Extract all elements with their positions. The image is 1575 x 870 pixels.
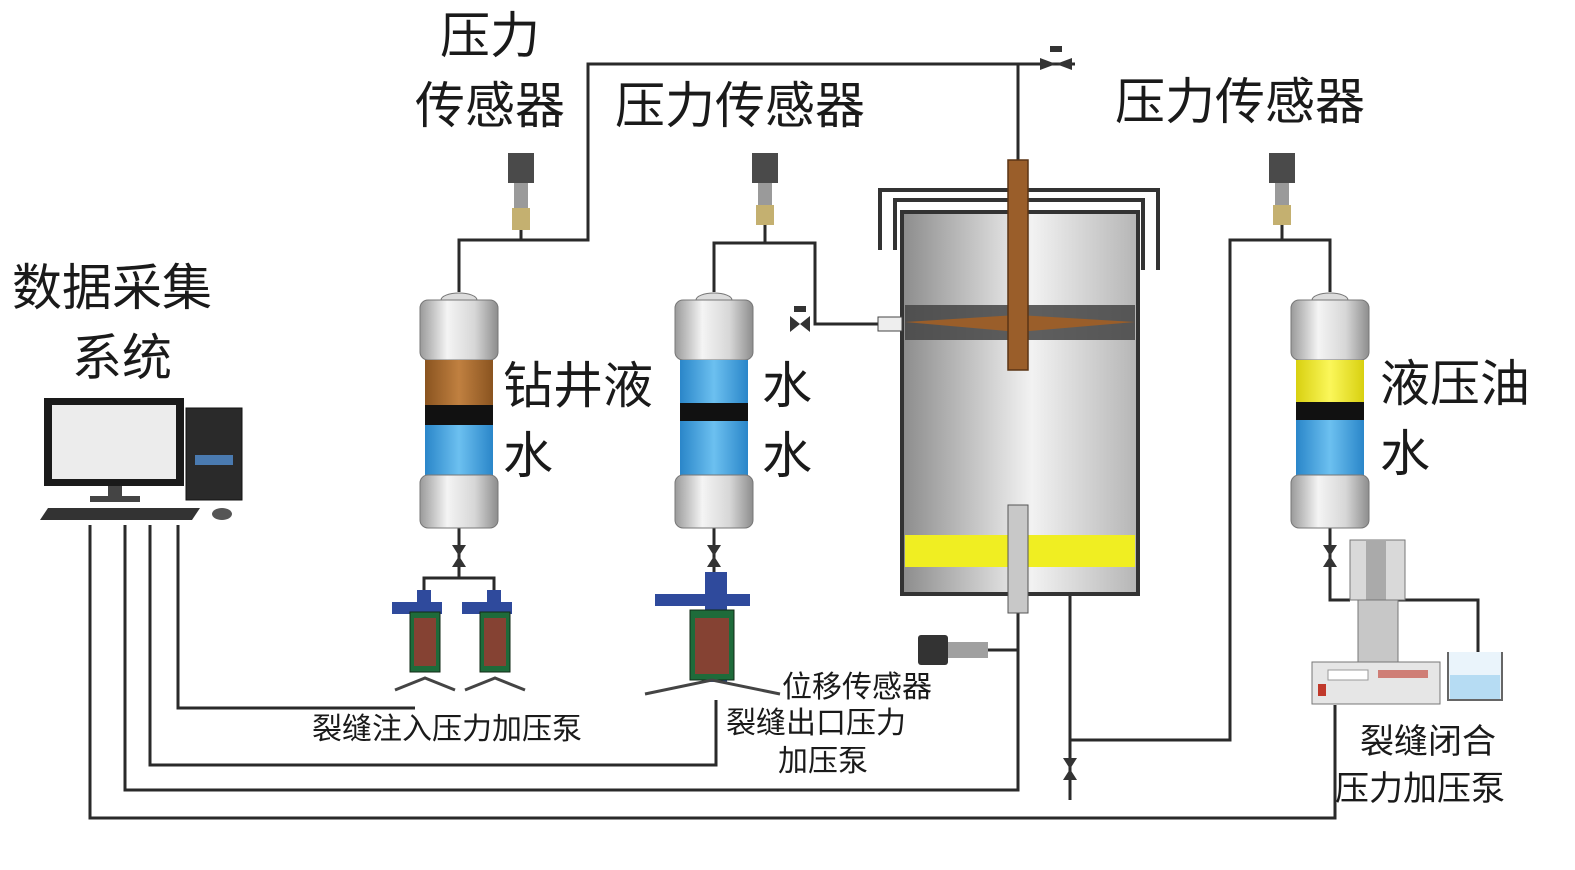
water-label-mid-top: 水: [762, 357, 812, 415]
pressure-sensor-icon: [508, 153, 534, 230]
sensor-mid-label: 压力传感器: [615, 77, 865, 135]
water-label-right: 水: [1380, 425, 1430, 483]
closure-pump-icon: [1311, 539, 1441, 705]
daq-label-line1: 数据采集: [12, 259, 212, 317]
valve-icon: [790, 306, 810, 332]
outlet-pump-icon: [644, 572, 781, 696]
wire-daq-displacement: [123, 525, 1020, 792]
pipe-left-sensor: [457, 230, 523, 292]
outlet-pump-label-line1: 裂缝出口压力: [726, 706, 906, 741]
wire-daq-closure: [88, 525, 1337, 820]
valve-icon: [1040, 46, 1072, 70]
pipe-right-sensor: [1280, 225, 1332, 292]
computer-icon: [40, 398, 243, 520]
hydraulic-oil-cylinder: [1290, 292, 1370, 529]
valve-icon: [707, 545, 721, 567]
closure-pump-label-line2: 压力加压泵: [1335, 769, 1505, 809]
sensor-left-label-line1: 压力: [440, 7, 540, 65]
valve-icon: [452, 545, 466, 567]
drilling-fluid-label: 钻井液: [503, 357, 653, 415]
sensor-left-label-line2: 传感器: [415, 77, 565, 135]
displacement-sensor-label: 位移传感器: [782, 670, 932, 705]
beaker-icon: [1447, 652, 1503, 701]
pressure-sensor-icon: [1269, 153, 1295, 225]
injection-pump-icon: [462, 590, 526, 692]
valve-icon: [1063, 758, 1077, 780]
wire-daq-injection: [176, 525, 415, 710]
pressure-sensor-icon: [752, 153, 778, 225]
fracture-cell: [877, 159, 1160, 614]
sensor-right-label: 压力传感器: [1115, 73, 1365, 131]
valve-icon: [1323, 545, 1337, 567]
pipe-mid-sensor: [712, 225, 767, 292]
drilling-fluid-cylinder: [419, 292, 499, 529]
hydraulic-oil-label: 液压油: [1380, 355, 1530, 413]
pipe-top-main: [521, 62, 1020, 242]
closure-pump-label-line1: 裂缝闭合: [1360, 722, 1496, 762]
displacement-sensor-icon: [918, 635, 988, 665]
water-label-mid-bottom: 水: [762, 427, 812, 485]
injection-pump-label: 裂缝注入压力加压泵: [312, 712, 582, 747]
wire-daq-outlet: [148, 525, 718, 767]
outlet-pump-label-line2: 加压泵: [778, 744, 868, 779]
water-label-left: 水: [503, 427, 553, 485]
water-cylinder: [674, 292, 754, 529]
injection-pump-icon: [392, 590, 456, 692]
daq-label-line2: 系统: [72, 329, 172, 387]
